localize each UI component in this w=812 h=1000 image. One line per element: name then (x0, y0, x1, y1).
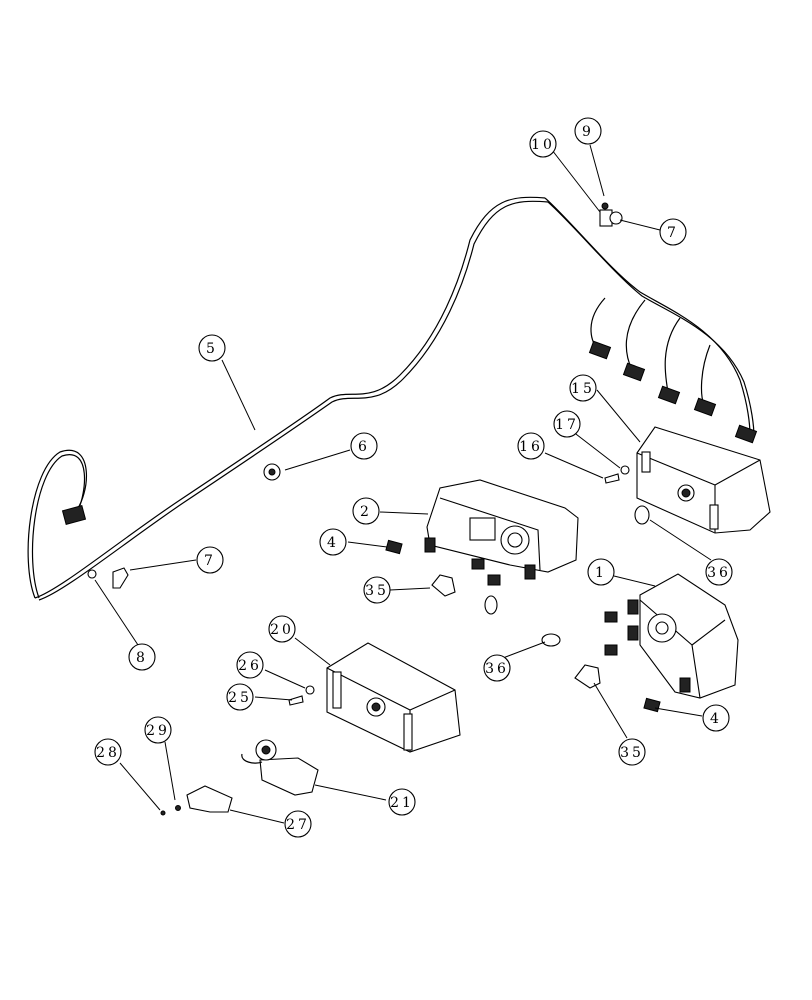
tail-lamp-left (424, 479, 579, 580)
svg-text:36: 36 (707, 565, 731, 581)
harness-clip-left (87, 567, 129, 589)
callout-25: 25 (226, 683, 254, 711)
callout-26: 26 (236, 651, 264, 679)
callout-4-left: 4 (319, 528, 347, 556)
svg-text:4: 4 (327, 535, 339, 551)
bulbs (431, 505, 650, 689)
callout-20: 20 (268, 615, 296, 643)
svg-text:20: 20 (270, 622, 294, 638)
callout-9: 9 (574, 117, 602, 145)
lamp-bracket (186, 785, 233, 813)
callout-21: 21 (388, 788, 416, 816)
callout-29: 29 (144, 716, 172, 744)
svg-text:7: 7 (204, 553, 216, 569)
harness-clip-top (599, 202, 623, 227)
small-hardware (160, 465, 661, 816)
callout-15: 15 (569, 374, 597, 402)
callout-7-left: 7 (196, 546, 224, 574)
svg-text:27: 27 (286, 817, 310, 833)
svg-text:8: 8 (136, 650, 148, 666)
svg-text:25: 25 (228, 690, 252, 706)
callout-4-right: 4 (702, 704, 730, 732)
svg-text:7: 7 (667, 225, 679, 241)
callout-35-right: 35 (618, 738, 646, 766)
callout-10: 10 (529, 130, 557, 158)
tail-lamp-right (627, 573, 739, 699)
svg-text:10: 10 (531, 137, 555, 153)
svg-text:6: 6 (358, 439, 370, 455)
svg-text:1: 1 (595, 565, 607, 581)
lamp-housing-upper-right (636, 426, 771, 534)
callout-2: 2 (352, 497, 380, 525)
callout-28: 28 (94, 738, 122, 766)
svg-text:5: 5 (206, 341, 218, 357)
svg-text:15: 15 (571, 381, 595, 397)
svg-text:21: 21 (390, 795, 414, 811)
svg-text:29: 29 (146, 723, 170, 739)
callout-27: 27 (284, 810, 312, 838)
svg-text:9: 9 (582, 124, 594, 140)
callout-16: 16 (517, 432, 545, 460)
callout-17: 17 (553, 410, 581, 438)
svg-text:26: 26 (238, 658, 262, 674)
callout-36-right: 36 (705, 558, 733, 586)
lamp-housing-lower-left (326, 642, 461, 753)
svg-text:4: 4 (710, 711, 722, 727)
svg-text:35: 35 (620, 745, 644, 761)
callout-7-top: 7 (659, 218, 687, 246)
svg-text:16: 16 (519, 439, 543, 455)
svg-text:36: 36 (485, 661, 509, 677)
leader-lines (94, 144, 712, 824)
svg-text:2: 2 (360, 504, 372, 520)
callout-5: 5 (198, 334, 226, 362)
callout-35-left: 35 (363, 576, 391, 604)
grommet-part (263, 463, 281, 481)
license-lamp (241, 739, 319, 796)
callout-36-middle: 36 (483, 654, 511, 682)
svg-text:17: 17 (555, 417, 579, 433)
svg-text:35: 35 (365, 583, 389, 599)
callout-8: 8 (128, 643, 156, 671)
callout-6: 6 (350, 432, 378, 460)
wiring-harness (27, 196, 758, 601)
callout-1: 1 (587, 558, 615, 586)
svg-text:28: 28 (96, 745, 120, 761)
